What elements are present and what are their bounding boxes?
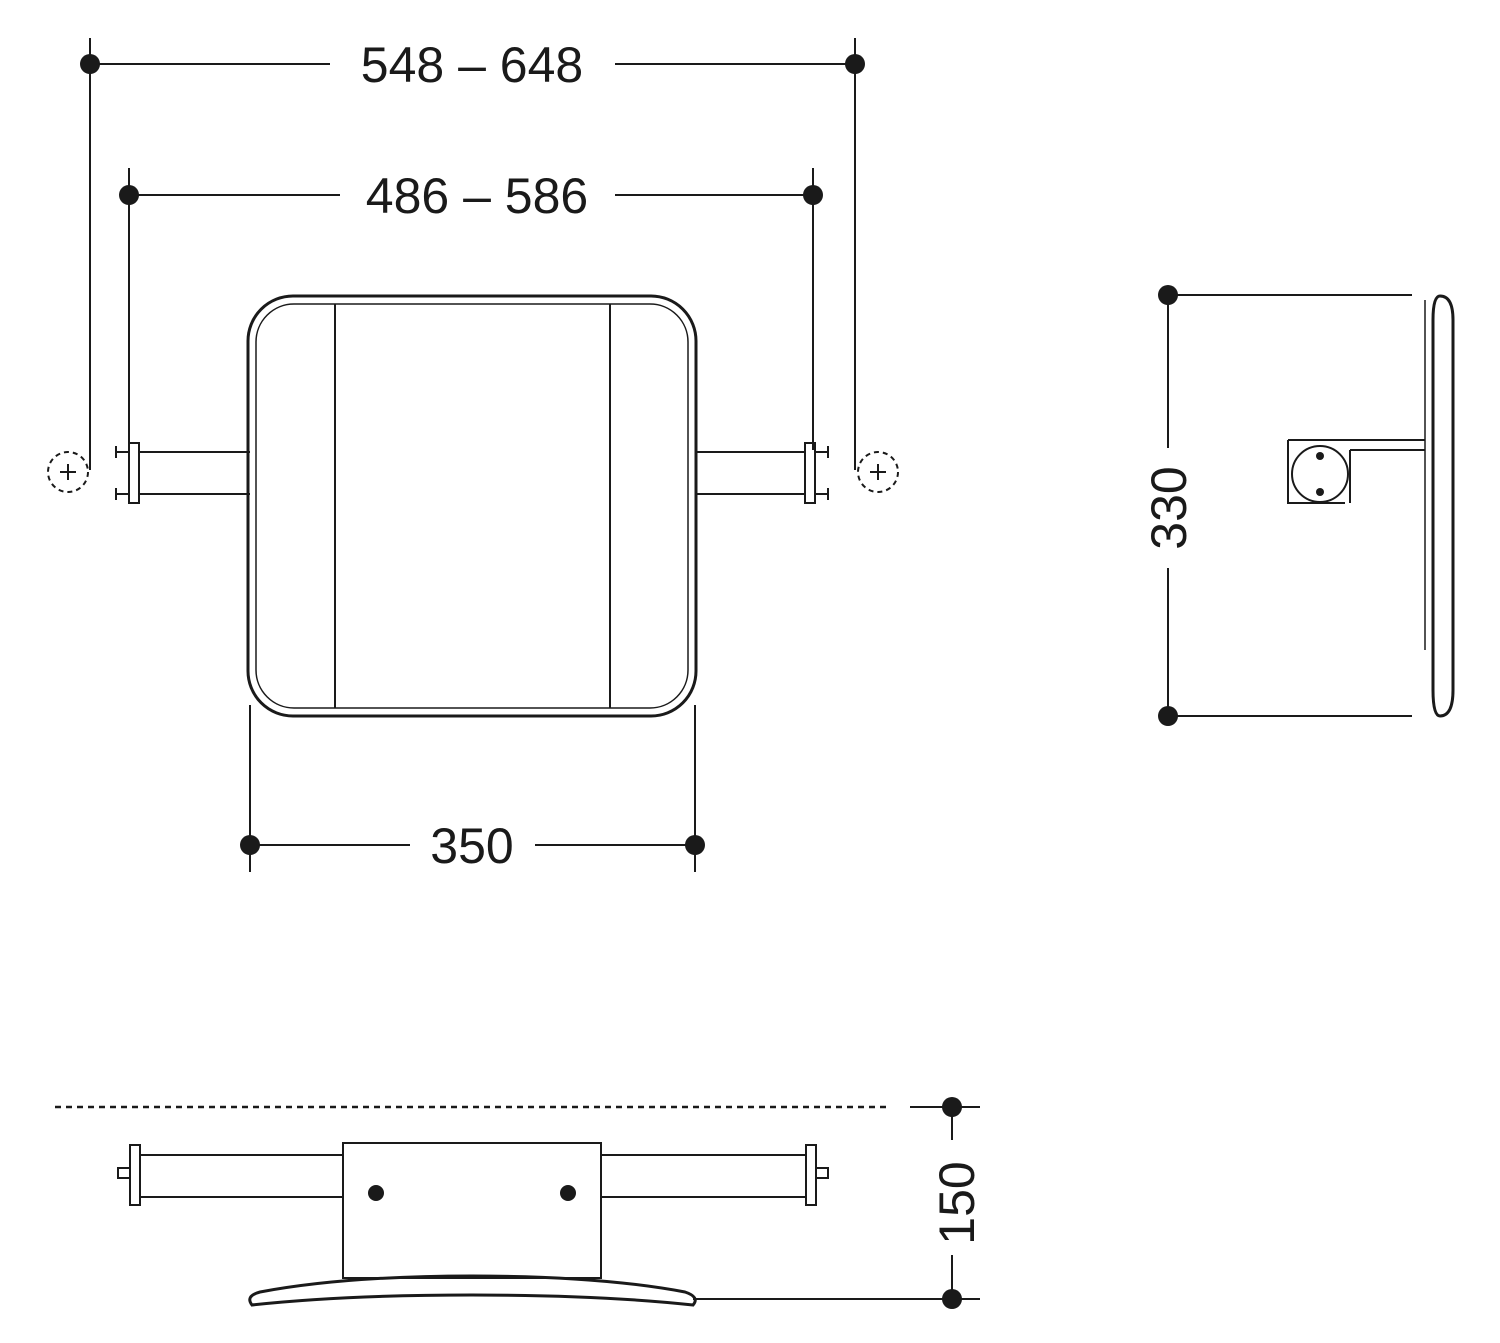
dimension-label-fixing-width: 486 – 586 <box>366 168 588 224</box>
dimension-pad-width: 350 <box>240 705 705 874</box>
side-view: 330 <box>1141 285 1455 726</box>
dimension-label-pad-width: 350 <box>430 818 513 874</box>
pad-profile <box>1424 294 1455 718</box>
dimension-fixing-width: 486 – 586 <box>119 168 823 450</box>
dimension-label-depth: 150 <box>929 1161 985 1244</box>
top-view: 150 <box>55 1097 985 1309</box>
crosshair-circle-icon <box>47 451 89 493</box>
dimension-height: 330 <box>1141 285 1412 726</box>
dimension-label-height: 330 <box>1141 466 1197 549</box>
front-view: 548 – 648 486 – 586 <box>47 37 899 874</box>
dimension-overall-width: 548 – 648 <box>80 37 865 470</box>
dimension-label-overall-width: 548 – 648 <box>361 37 583 93</box>
right-arm <box>695 442 829 504</box>
crosshair-circle-icon <box>857 451 899 493</box>
bracket-profile <box>1287 439 1425 504</box>
backrest-pad <box>246 294 698 718</box>
top-bracket <box>342 1142 602 1279</box>
top-pad <box>248 1274 697 1307</box>
dimension-depth: 150 <box>693 1097 985 1309</box>
left-arm <box>115 442 250 504</box>
top-arms <box>117 1144 829 1206</box>
